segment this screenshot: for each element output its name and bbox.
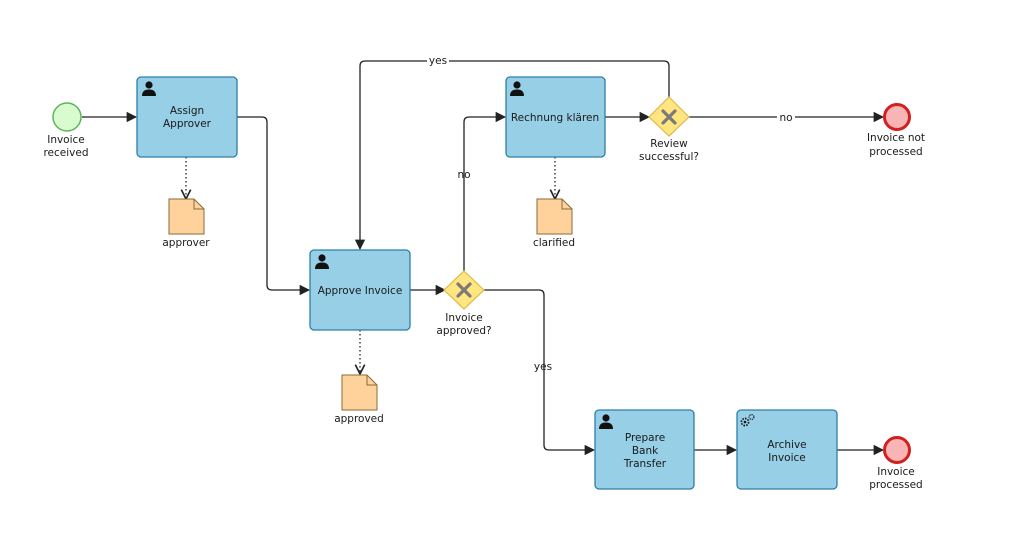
data-object-clarified[interactable]	[536, 198, 573, 235]
edge-label-review-yes: yes	[429, 55, 447, 67]
task-label-line1: Prepare	[625, 432, 665, 444]
task-prepare-bank-transfer[interactable]: Prepare Bank Transfer	[594, 409, 695, 490]
data-object-clarified-label: clarified	[533, 237, 575, 249]
start-event-label-line1: Invoice	[47, 134, 85, 146]
task-label-line1: Archive	[767, 439, 806, 451]
task-label-line1: Approve Invoice	[318, 285, 403, 297]
gateway-invoice-approved[interactable]	[443, 270, 485, 310]
gateway-invoice-approved-label-line1: Invoice	[445, 312, 483, 324]
user-icon	[142, 81, 156, 96]
task-label-line1: Rechnung klären	[511, 112, 599, 124]
task-label-line1: Assign	[170, 105, 204, 117]
flow-gateway-to-rechnung[interactable]	[463, 111, 507, 271]
end-event-not-processed-label-line1: Invoice not	[867, 132, 925, 144]
user-icon	[315, 254, 329, 269]
gear-icon	[740, 414, 755, 427]
gateway-review-successful-label-line1: Review	[650, 138, 688, 150]
end-event-processed[interactable]	[883, 436, 911, 464]
end-event-processed-label-line2: processed	[869, 479, 922, 491]
end-event-not-processed-label-line2: processed	[869, 146, 922, 158]
edge-label-approved-no: no	[457, 169, 470, 181]
task-label-line2: Approver	[163, 118, 212, 130]
data-object-approver-label: approver	[162, 237, 210, 249]
close-x-icon	[661, 109, 677, 125]
gateway-invoice-approved-label-line2: approved?	[436, 325, 491, 337]
end-event-not-processed[interactable]	[883, 103, 911, 131]
gateway-review-successful[interactable]	[648, 96, 690, 137]
task-assign-approver[interactable]: Assign Approver	[136, 76, 238, 158]
task-rechnung-klaeren[interactable]: Rechnung klären	[505, 76, 606, 158]
data-object-approver[interactable]	[168, 198, 205, 235]
flow-assign-to-approve[interactable]	[237, 116, 311, 296]
edge-label-review-no: no	[779, 112, 792, 124]
edge-label-approved-yes: yes	[534, 361, 552, 373]
user-icon	[599, 414, 613, 429]
close-x-icon	[456, 282, 472, 298]
task-label-line2: Invoice	[768, 452, 806, 464]
data-object-approved[interactable]	[341, 374, 378, 411]
data-object-approved-label: approved	[334, 413, 384, 425]
task-archive-invoice[interactable]: Archive Invoice	[736, 409, 838, 490]
gateway-review-successful-label-line2: successful?	[639, 151, 699, 163]
start-event-label-line2: received	[43, 147, 88, 159]
task-label-line2: Bank	[632, 445, 659, 457]
user-icon	[510, 81, 524, 96]
start-event[interactable]	[52, 102, 82, 132]
flow-gateway-to-prepare[interactable]	[484, 289, 596, 456]
task-approve-invoice[interactable]: Approve Invoice	[309, 249, 411, 331]
task-label-line3: Transfer	[623, 458, 667, 470]
end-event-processed-label-line1: Invoice	[877, 466, 915, 478]
flow-review-yes-to-approve[interactable]	[354, 60, 670, 251]
